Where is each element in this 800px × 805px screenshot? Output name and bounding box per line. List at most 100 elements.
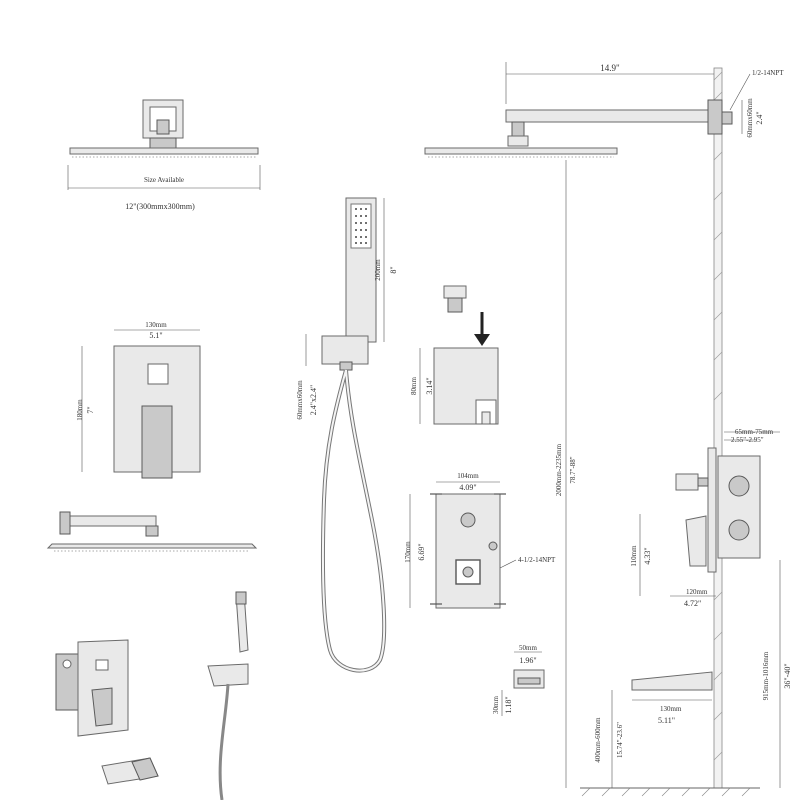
floor-hatching [581, 787, 751, 797]
spout-3d [101, 757, 159, 785]
arm-length-label: 14.9" [600, 63, 620, 73]
holder-in-label: 2.4"x2.4" [309, 385, 318, 416]
valve-port-lower [728, 519, 750, 541]
diverter-window [147, 363, 169, 385]
handheld-3d [207, 591, 249, 801]
valve-cartridge-core [462, 566, 474, 578]
diverter-stem [697, 477, 709, 487]
valve-width-in-label: 4.09" [459, 483, 476, 492]
lever-handle-front [141, 405, 173, 479]
bracket-height-mm-label: 80mm [410, 377, 418, 395]
arm-height-mm-label: 60mmx60mm [746, 98, 754, 138]
trim-plate-front: 130mm 5.1" 180mm 7" [76, 321, 201, 479]
right-shower-head-plate [424, 147, 618, 155]
shower-arm [505, 109, 713, 123]
plate-width-mm-label: 130mm [145, 321, 167, 329]
handheld-spray-face [350, 203, 372, 249]
arm-height-in-label: 2.4" [755, 111, 764, 124]
npt-top-leader [729, 73, 751, 111]
trim-plate-3d [77, 639, 129, 737]
valve-side-port [488, 541, 498, 551]
top-shower-head-assembly: Size Available 12"(300mmx300mm) [67, 99, 261, 211]
valve-npt-leader [499, 559, 517, 569]
valve-box [435, 493, 501, 609]
holder-bracket-detail: 80mm 3.14" [410, 285, 499, 425]
hose [320, 369, 387, 673]
arrow-down-icon [474, 312, 490, 346]
lever-handle-side [685, 515, 707, 567]
spout-side [631, 671, 713, 691]
wall-hatching [713, 71, 723, 761]
spout-height-in-label: 1.18" [504, 696, 513, 713]
spout-to-head-mm-label: 915mm-1016mm [762, 651, 770, 700]
side-arm-flange [59, 511, 71, 535]
arm-swivel [511, 121, 525, 137]
diverter-3d [95, 659, 109, 671]
total-height-in-label: 78.7"-88" [569, 456, 577, 483]
side-shower-arm [59, 515, 157, 527]
holder-mm-label: 60mmx60mm [296, 380, 304, 420]
shower-head-plate [69, 147, 259, 155]
handheld-3d-holder [207, 663, 249, 687]
side-shower-head [46, 543, 258, 549]
valve-tabs [430, 493, 506, 605]
handheld-length-in-label: 8" [389, 266, 398, 273]
handheld-spray-holes [355, 208, 367, 244]
spout-3d-face [131, 757, 159, 781]
head-mount [507, 135, 529, 147]
trim-plate-side [707, 447, 717, 573]
wall-section [713, 67, 723, 789]
right-install-view: 14.9" 1/2-14NPT 60mmx60mm 2.4" 2000mm-22… [424, 62, 792, 797]
valve-port-upper [728, 475, 750, 497]
lever-handle-3d [91, 687, 113, 727]
size-available-label: Size Available [144, 176, 184, 184]
wall-bracket [433, 347, 499, 425]
valve-npt-label: 4-1/2-14NPT [518, 556, 556, 564]
arm-connector [156, 119, 170, 135]
diverter-knob-side [675, 473, 699, 491]
valve-width-mm-label: 104mm [457, 472, 479, 480]
handle-depth-in-label: 4.72" [684, 599, 701, 608]
hose-connector [339, 361, 353, 371]
spout-width-mm-label: 50mm [519, 644, 537, 652]
spout-width-in-label: 1.96" [519, 656, 536, 665]
rough-valve-port-3d [62, 659, 72, 669]
plate-height-in-label: 7" [86, 406, 95, 413]
side-arm-swivel [145, 525, 159, 537]
valve-height-in-label: 6.69" [417, 543, 426, 560]
spout-length-mm-label: 130mm [660, 705, 682, 713]
arm-wall-flange [707, 99, 723, 135]
spout-length-in-label: 5.11" [658, 716, 675, 725]
handheld-length-mm-label: 200mm [374, 259, 382, 281]
handheld-shower-assembly: 200mm 8" 60mmx60mm 2.4"x2.4" [296, 197, 398, 673]
spout-floor-in-label: 15.74"-23.6" [616, 722, 624, 758]
spout-floor-mm-label: 400mm-600mm [594, 717, 602, 763]
depth-mm-label: 65mm-75mm [735, 428, 774, 436]
hose-highlight [321, 369, 386, 672]
spout-to-head-in-label: 36"-40" [783, 663, 792, 688]
handle-depth-mm-label: 120mm [686, 588, 708, 596]
npt-top-label: 1/2-14NPT [752, 69, 784, 77]
head-swivel [149, 137, 177, 149]
handheld-holder [321, 335, 369, 365]
total-height-mm-label: 2000mm-2235mm [555, 443, 563, 496]
plate-width-in-label: 5.1" [149, 331, 162, 340]
rough-in-valve: 104mm 4.09" 170mm 6.69" 4-1/2-14NPT [404, 472, 556, 609]
plate-height-mm-label: 180mm [76, 399, 84, 421]
depth-in-label: 2.55"-2.95" [731, 436, 764, 444]
handle-height-in-label: 4.33" [643, 547, 652, 564]
side-shower-head-view [46, 511, 258, 552]
valve-height-mm-label: 170mm [404, 541, 412, 563]
connector-thread [447, 297, 463, 313]
shower-head-size-label: 12"(300mmx300mm) [125, 202, 195, 211]
bracket-height-in-label: 3.14" [425, 377, 434, 394]
spout-opening [517, 677, 541, 685]
spout-height-mm-label: 30mm [492, 696, 500, 714]
handheld-3d-hose [218, 683, 230, 801]
tub-spout-detail: 50mm 1.96" 30mm 1.18" [492, 644, 545, 716]
wall-valve-box [717, 455, 761, 559]
arm-thread [721, 111, 733, 125]
handheld-3d-head [235, 591, 247, 605]
